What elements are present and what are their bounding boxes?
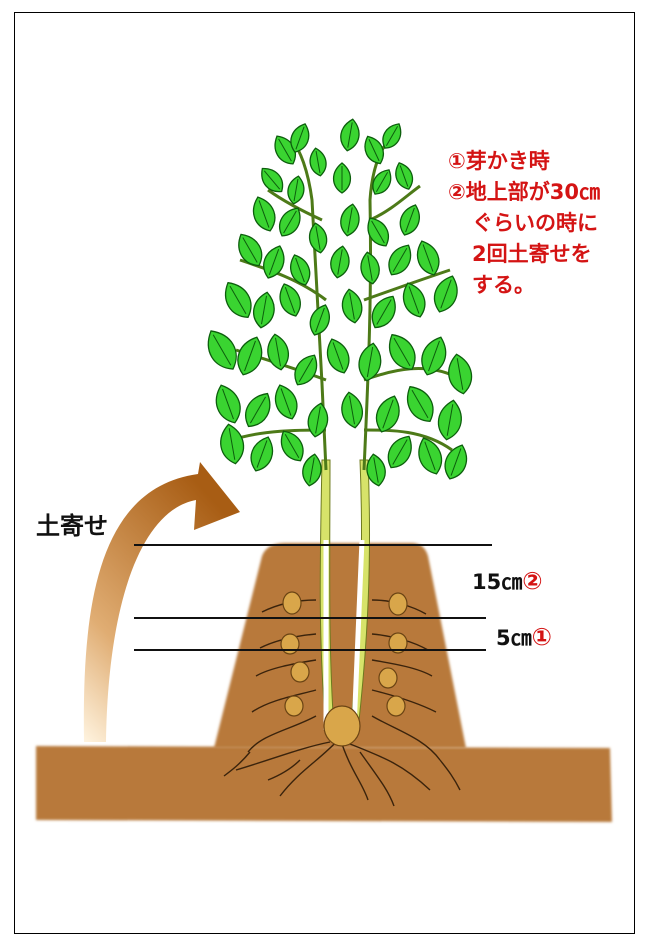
- note-line-2: ②地上部が30㎝: [448, 177, 638, 208]
- note-line-3: ぐらいの時に: [448, 208, 638, 239]
- hilling-label: 土寄せ: [36, 506, 108, 541]
- depth-value-5: 5㎝: [496, 626, 532, 650]
- depth-label-5cm: 5㎝①: [496, 622, 552, 652]
- ground-soil: [36, 746, 612, 822]
- note-line-4: 2回土寄せを: [448, 239, 638, 270]
- depth-marker-2: ②: [522, 567, 542, 595]
- note-line-1: ①芽かき時: [448, 146, 638, 177]
- depth-label-15cm: 15㎝②: [472, 566, 543, 596]
- curved-arrow-icon: [84, 462, 240, 742]
- potato-plant-icon: [200, 118, 474, 488]
- note-line-5: する。: [448, 270, 638, 301]
- instruction-note: ①芽かき時 ②地上部が30㎝ ぐらいの時に 2回土寄せを する。: [448, 146, 638, 301]
- depth-value-15: 15㎝: [472, 570, 522, 594]
- depth-marker-1: ①: [532, 623, 552, 651]
